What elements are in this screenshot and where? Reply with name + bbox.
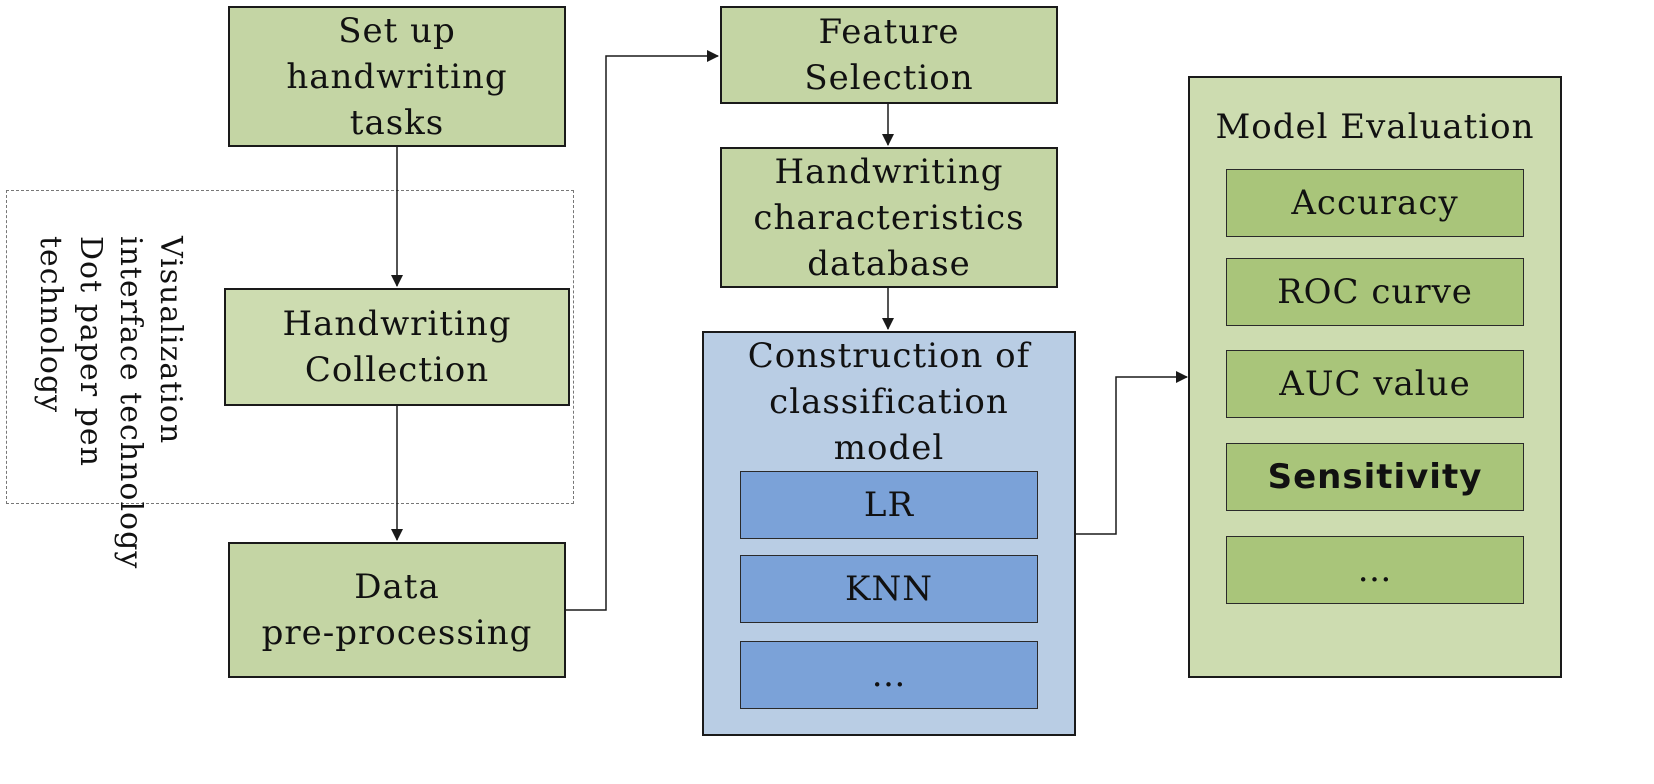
setup-line-1: Set up bbox=[338, 10, 456, 51]
metric-more: … bbox=[1226, 536, 1524, 604]
database-line-1: Handwriting bbox=[774, 151, 1004, 192]
classification-title-line-1: Construction of bbox=[747, 336, 1031, 376]
database-line-3: database bbox=[807, 243, 971, 284]
feature-line-2: Selection bbox=[804, 58, 974, 98]
metric-more-label: … bbox=[1357, 550, 1393, 590]
metric-auc-label: AUC value bbox=[1279, 364, 1471, 404]
collection-line-1: Handwriting bbox=[282, 304, 512, 344]
metric-accuracy-label: Accuracy bbox=[1291, 183, 1459, 223]
setup-line-3: tasks bbox=[349, 102, 445, 143]
side-note-line-4: technology bbox=[33, 236, 68, 414]
side-note-line-1: Visualization bbox=[153, 236, 188, 445]
model-item-knn: KNN bbox=[740, 555, 1038, 623]
preprocessing-line-1: Data bbox=[354, 567, 440, 607]
side-note-line-3: Dot paper pen bbox=[73, 236, 108, 467]
model-item-knn-label: KNN bbox=[845, 569, 933, 609]
setup-tasks-box: Set up handwriting tasks bbox=[228, 6, 566, 147]
metric-roc-label: ROC curve bbox=[1277, 272, 1473, 312]
classification-title-line-2: classification bbox=[769, 382, 1009, 422]
feature-selection-box: Feature Selection bbox=[720, 6, 1058, 104]
arrow-classification-to-evaluation bbox=[1076, 371, 1188, 535]
model-item-more-label: … bbox=[871, 655, 907, 695]
database-box: Handwriting characteristics database bbox=[720, 147, 1058, 288]
technology-region bbox=[6, 190, 574, 504]
metric-auc: AUC value bbox=[1226, 350, 1524, 418]
metric-sensitivity: Sensitivity bbox=[1226, 443, 1524, 511]
preprocessing-line-2: pre-processing bbox=[261, 613, 533, 653]
side-note-line-2: interface technology bbox=[113, 236, 148, 570]
model-item-lr: LR bbox=[740, 471, 1038, 539]
arrow-preprocessing-to-feature bbox=[566, 50, 719, 611]
feature-line-1: Feature bbox=[818, 12, 960, 52]
classification-title: Construction of classification model bbox=[748, 333, 1030, 471]
collection-box: Handwriting Collection bbox=[224, 288, 570, 406]
metric-accuracy: Accuracy bbox=[1226, 169, 1524, 237]
setup-line-2: handwriting bbox=[286, 56, 508, 97]
model-item-lr-label: LR bbox=[863, 485, 915, 525]
model-item-more: … bbox=[740, 641, 1038, 709]
preprocessing-box: Data pre-processing bbox=[228, 542, 566, 678]
evaluation-title: Model Evaluation bbox=[1215, 107, 1535, 147]
metric-roc: ROC curve bbox=[1226, 258, 1524, 326]
collection-line-2: Collection bbox=[304, 350, 490, 390]
side-note: Visualization interface technology Dot p… bbox=[30, 236, 190, 569]
metric-sensitivity-label: Sensitivity bbox=[1267, 457, 1483, 497]
database-line-2: characteristics bbox=[753, 197, 1025, 238]
classification-title-line-3: model bbox=[833, 428, 945, 468]
